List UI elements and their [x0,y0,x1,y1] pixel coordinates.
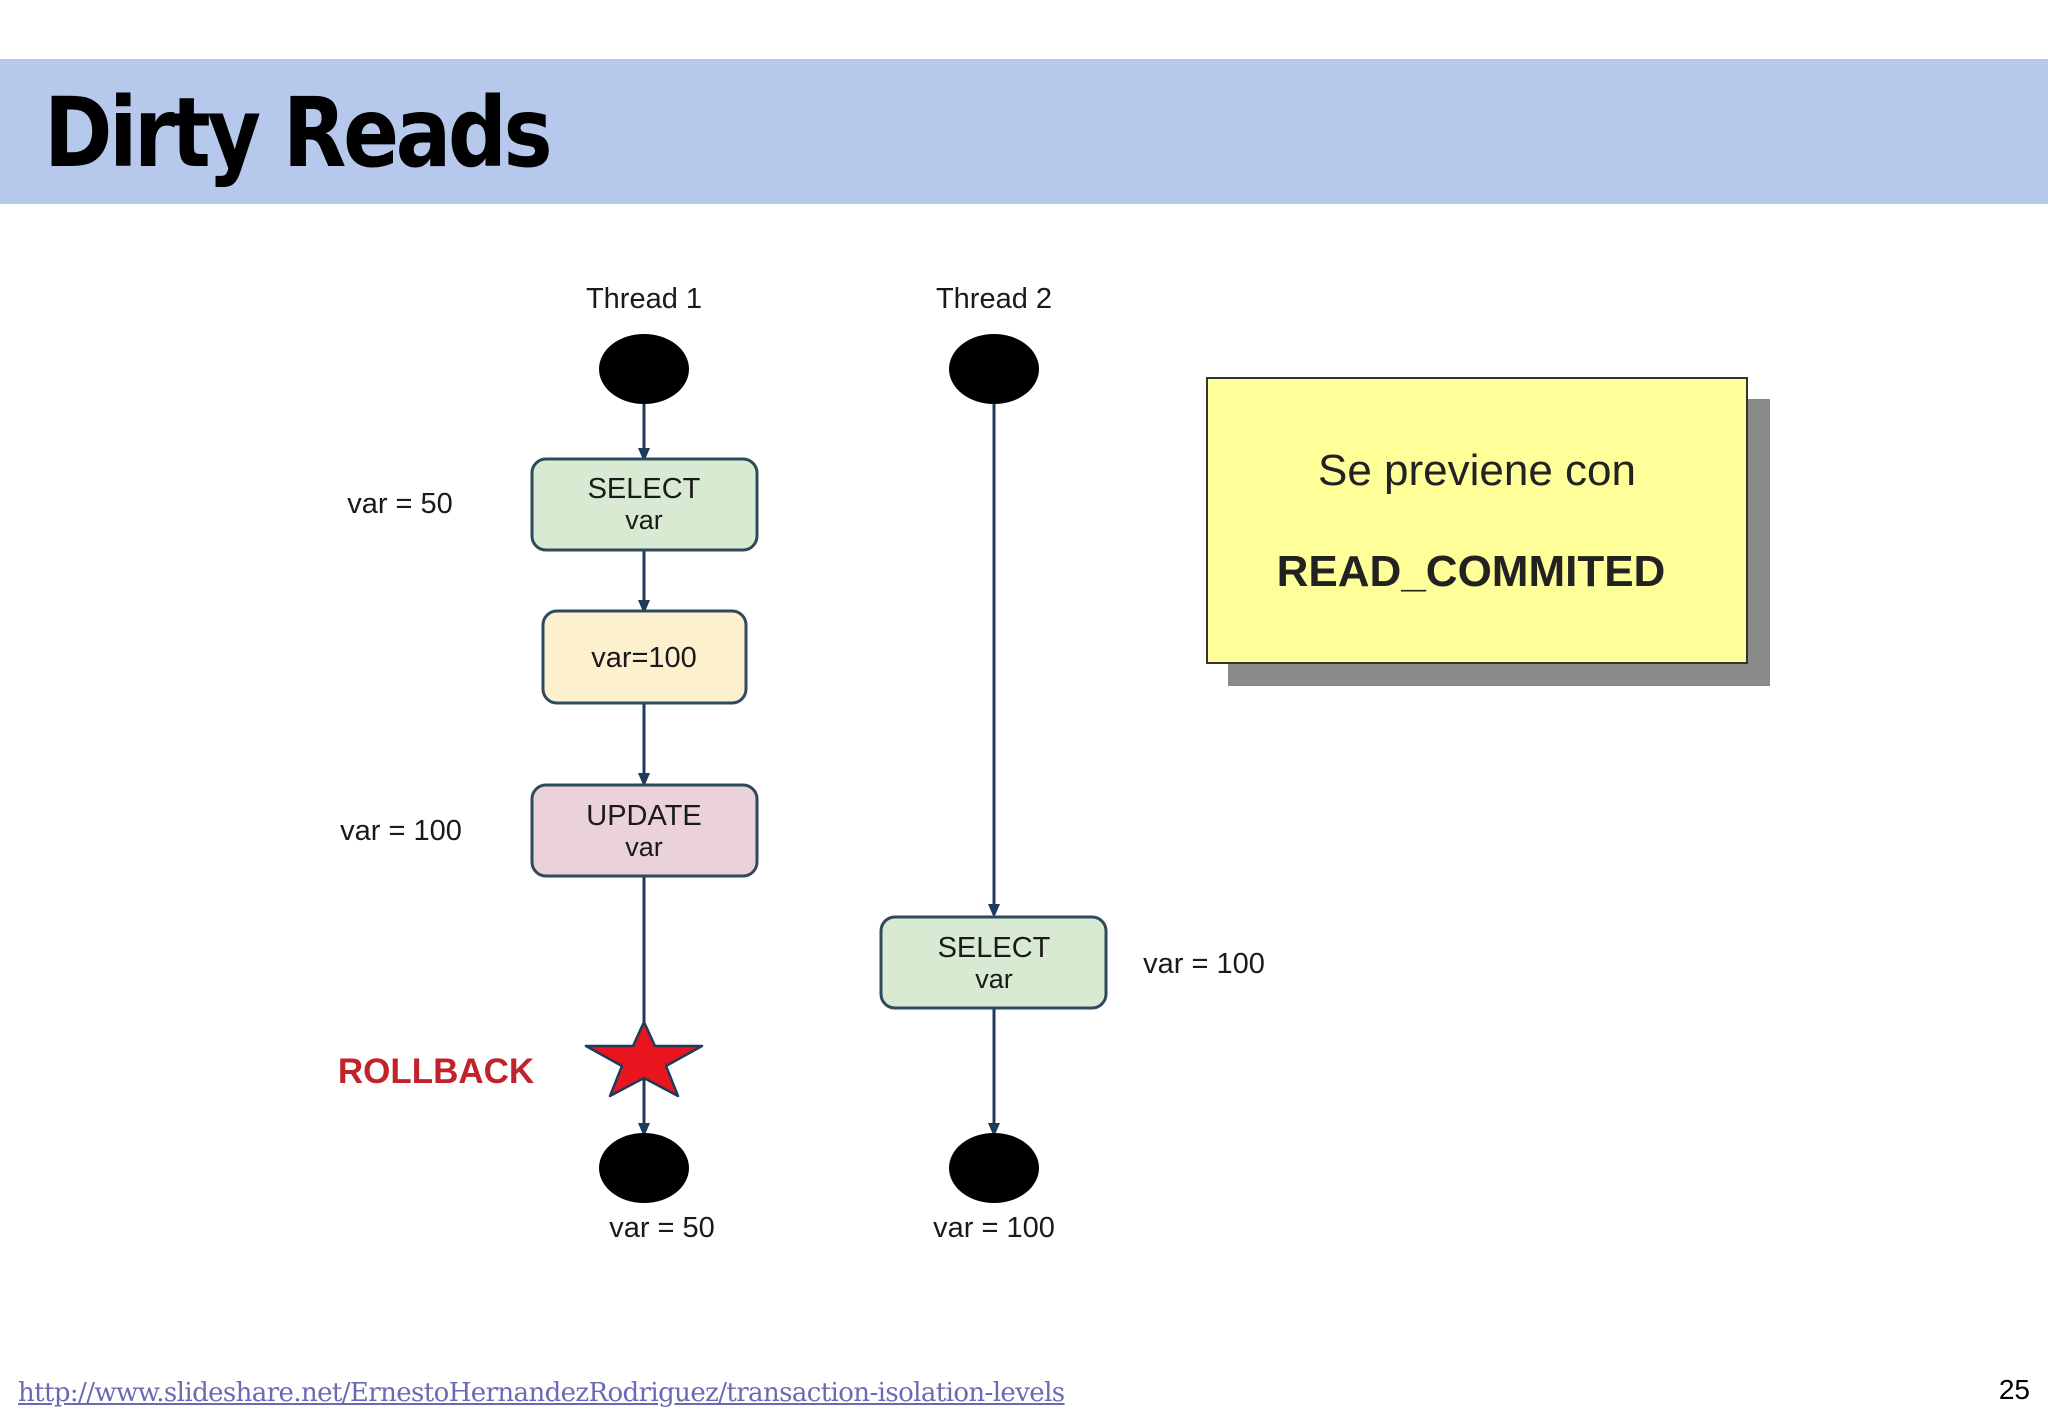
thread1-final-value-label: var = 50 [609,1212,715,1244]
thread1-update-var-label: var [625,832,663,862]
thread1-update-label: UPDATE [586,800,701,832]
thread2-select-var-label: var [975,964,1013,994]
isolation-note-box: Se previene con READ_COMMITED [1206,377,1748,664]
thread1-select-label: SELECT [588,473,701,505]
title-band [0,59,2048,204]
thread1-select-var-label: var [625,505,663,535]
slide-title: Dirty Reads [44,77,553,189]
thread1-update-box [530,783,759,878]
thread2-select-value-label: var = 100 [1143,948,1265,980]
thread1-header: Thread 1 [586,283,702,315]
thread1-select-value-label: var = 50 [347,488,453,520]
thread2-select-box [879,915,1108,1010]
note-text: Se previene con [1318,446,1636,495]
rollback-label: ROLLBACK [338,1052,534,1091]
source-link[interactable]: http://www.slideshare.net/ErnestoHernand… [18,1378,1065,1408]
rollback-star-icon [584,1020,704,1098]
thread2-header: Thread 2 [936,283,1052,315]
thread1-assign-box [541,609,748,705]
thread1-select-box [530,457,759,552]
thread2-start-node [949,334,1039,404]
page-number: 25 [1998,1374,2030,1405]
thread2-final-value-label: var = 100 [933,1212,1055,1244]
thread1-update-value-label: var = 100 [340,815,462,847]
thread2-select-label: SELECT [938,932,1051,964]
note-isolation-level: READ_COMMITED [1276,547,1666,596]
thread1-end-node [599,1133,689,1203]
thread2-end-node [949,1133,1039,1203]
thread1-assign-label: var=100 [591,642,697,674]
thread1-start-node [599,334,689,404]
